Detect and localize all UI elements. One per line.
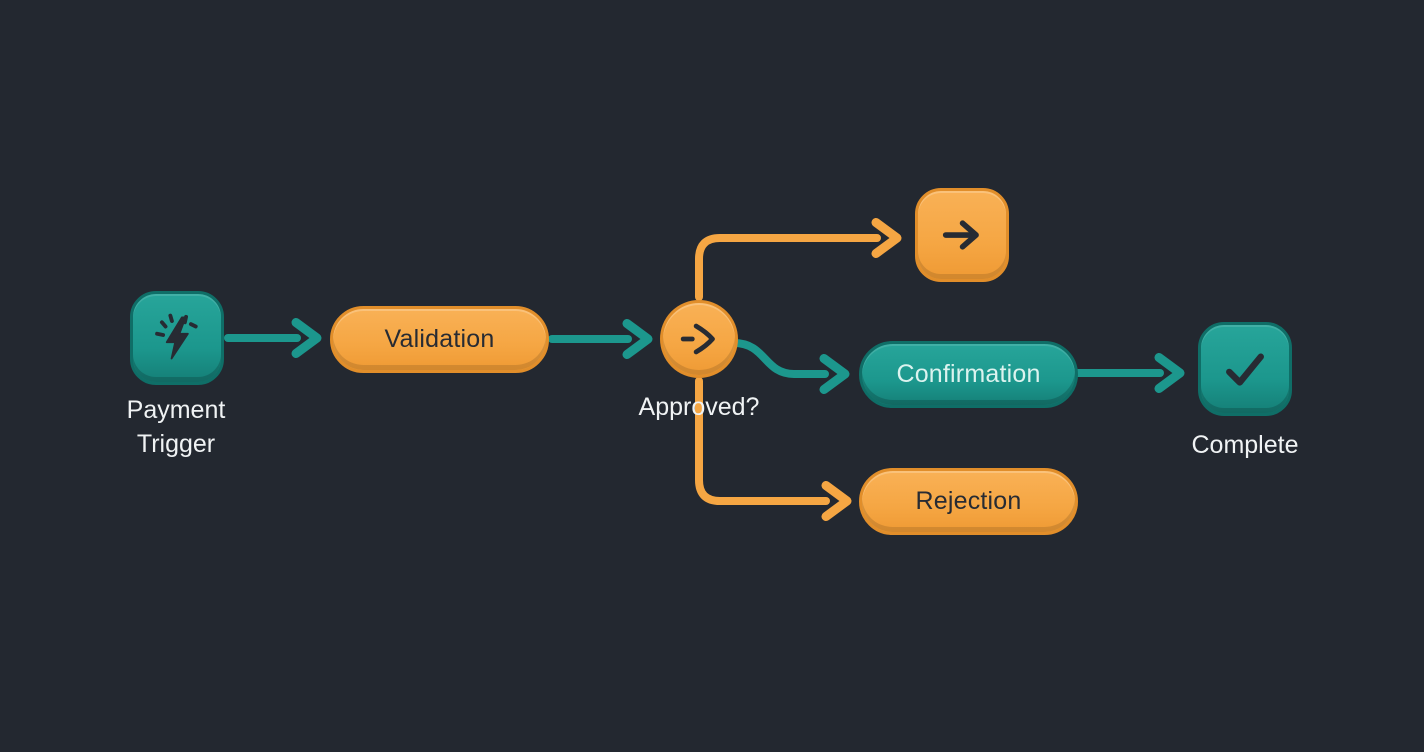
confirmation-label: Confirmation [896,360,1041,388]
complete-node[interactable] [1198,322,1292,416]
rejection-label: Rejection [915,487,1022,515]
connector-confirmation-to-complete [1074,353,1185,393]
rejection-node[interactable]: Rejection [859,468,1078,535]
check-icon [1226,353,1264,386]
connector-decision-to-forward [695,218,902,301]
forward-node[interactable] [915,188,1009,282]
arrow-right-icon [942,220,979,250]
payment-trigger-node[interactable] [130,291,224,385]
connector-decision-to-rejection [695,377,852,521]
payment-trigger-label: Payment Trigger [126,396,226,458]
complete-label: Complete [1191,431,1299,459]
merge-arrow-icon [680,323,715,355]
connector-payment-to-validation [224,318,322,358]
decision-label: Approved? [638,393,760,421]
lightning-icon [155,313,198,360]
connector-validation-to-decision [548,319,653,359]
validation-label: Validation [384,325,495,353]
validation-node[interactable]: Validation [330,306,549,373]
connector-decision-to-confirmation [730,339,850,394]
decision-node[interactable] [660,300,738,378]
confirmation-node[interactable]: Confirmation [859,341,1078,408]
